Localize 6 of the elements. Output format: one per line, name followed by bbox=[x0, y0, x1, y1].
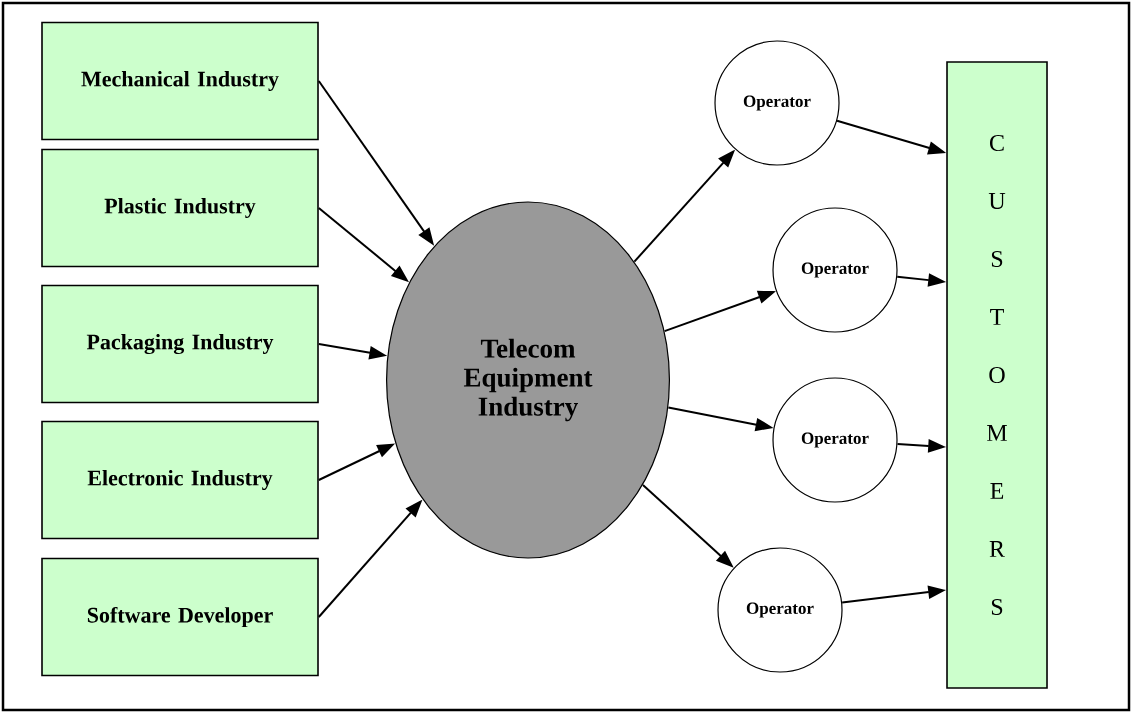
source-box: Mechanical Industry bbox=[41, 21, 319, 141]
source-box: Plastic Industry bbox=[41, 148, 319, 268]
customers-box: C U S T O M E R S bbox=[946, 61, 1048, 689]
source-box: Electronic Industry bbox=[41, 420, 319, 540]
source-box: Packaging Industry bbox=[41, 284, 319, 404]
source-box: Software Developer bbox=[41, 557, 319, 677]
